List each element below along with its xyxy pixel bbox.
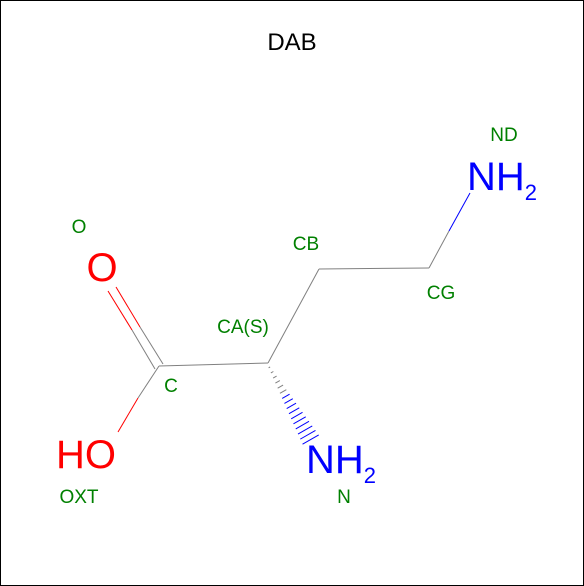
atom-labels: O OXT C CA(S) CB CG N ND bbox=[59, 125, 517, 508]
bond-cg-nd-1 bbox=[428, 230, 450, 269]
hash-line bbox=[279, 389, 287, 394]
bond-cb-cg bbox=[318, 267, 430, 270]
hash-line bbox=[290, 411, 303, 420]
hash-line bbox=[284, 398, 294, 404]
hash-line bbox=[286, 402, 297, 410]
bond-c-oxt-1 bbox=[137, 365, 160, 399]
bond-c-o-a2 bbox=[115, 286, 141, 328]
bonds bbox=[107, 192, 471, 445]
hash-line bbox=[302, 434, 319, 445]
hash-line bbox=[300, 430, 316, 440]
bond-c-ca bbox=[158, 362, 269, 367]
hash-line bbox=[268, 366, 271, 369]
element-n-subscript: 2 bbox=[364, 463, 376, 488]
molecule-title: DAB bbox=[267, 29, 316, 56]
element-nd-main: NH bbox=[467, 155, 525, 199]
hash-line bbox=[297, 425, 313, 435]
element-oxt: HO bbox=[56, 433, 116, 477]
hash-line bbox=[295, 420, 310, 430]
bond-ca-cb bbox=[267, 268, 320, 364]
atom-label-o: O bbox=[72, 217, 87, 238]
hash-line bbox=[275, 380, 281, 384]
hash-line bbox=[272, 375, 277, 379]
element-symbols: O HO NH2 NH2 bbox=[56, 155, 537, 488]
hash-line bbox=[293, 416, 307, 425]
atom-label-ca: CA(S) bbox=[217, 317, 269, 338]
bond-c-o-b2 bbox=[107, 290, 133, 331]
atom-label-cb: CB bbox=[293, 234, 319, 255]
atom-label-cg: CG bbox=[427, 283, 456, 304]
hash-line bbox=[270, 371, 274, 374]
bond-c-oxt-2 bbox=[117, 397, 139, 433]
hash-line bbox=[277, 384, 284, 389]
element-nd-subscript: 2 bbox=[525, 180, 537, 205]
bond-ca-n-hashed-wedge bbox=[268, 366, 319, 445]
atom-label-nd: ND bbox=[490, 125, 517, 146]
hash-line bbox=[288, 407, 300, 415]
atom-label-n: N bbox=[337, 487, 351, 508]
element-n: NH2 bbox=[306, 438, 376, 488]
element-n-main: NH bbox=[306, 438, 364, 482]
atom-label-c: C bbox=[164, 376, 178, 397]
atom-label-oxt: OXT bbox=[59, 487, 98, 508]
element-nd: NH2 bbox=[467, 155, 537, 205]
bond-c-o-a1 bbox=[139, 326, 164, 365]
hash-line bbox=[281, 393, 290, 399]
bond-c-o-b1 bbox=[131, 329, 156, 370]
bond-cg-nd-2 bbox=[448, 192, 471, 232]
element-o: O bbox=[86, 246, 117, 290]
